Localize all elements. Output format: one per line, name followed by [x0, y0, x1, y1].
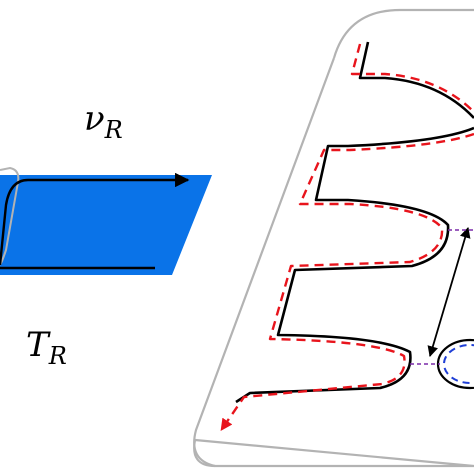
wiggly-edge-solid — [235, 41, 474, 404]
nu-symbol: ν — [84, 99, 105, 139]
nu-label: νR — [84, 99, 123, 144]
loop-dashed — [443, 344, 474, 384]
t-symbol: T — [26, 325, 51, 365]
double-arrow — [427, 226, 471, 358]
zoom-panel-left-edge — [193, 57, 336, 468]
nu-subscript: R — [104, 116, 123, 144]
blue-ribbon — [0, 175, 212, 275]
edge-mode-path — [0, 172, 190, 266]
t-subscript: R — [48, 342, 67, 370]
zoom-panel-border — [193, 8, 474, 468]
t-label: TR — [26, 325, 67, 370]
wiggly-edge-dashed — [224, 43, 474, 426]
